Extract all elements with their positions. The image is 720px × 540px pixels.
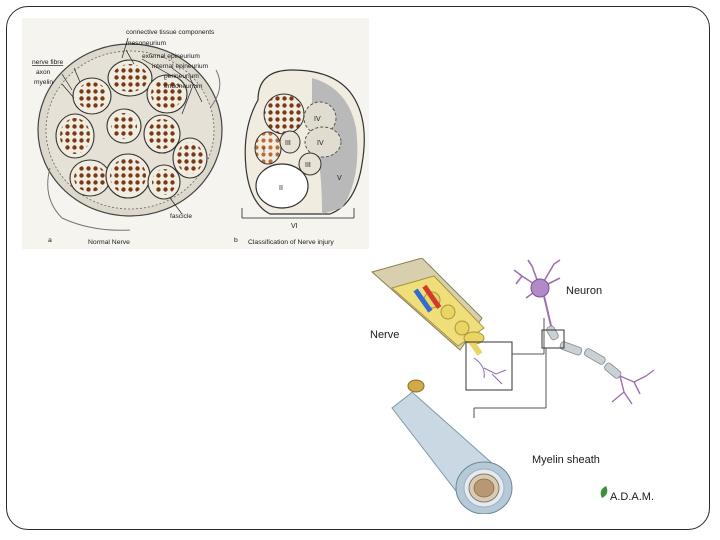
label-internal-epineurium: internal epineurium (152, 63, 209, 70)
grade-label: II (279, 185, 283, 192)
fascicle-normal (263, 93, 305, 135)
nerve-bundle-illustration (370, 258, 485, 356)
label-fascicle: fascicle (170, 213, 192, 220)
axon-segment (543, 295, 553, 331)
neuron-anatomy-figure: Nerve Neuron Myelin sheath A.D.A.M. (370, 258, 655, 514)
label-axon: axon (36, 69, 51, 76)
label-connective-tissue: connective tissue components (126, 29, 215, 36)
nerve-injury-diagram (241, 69, 365, 219)
nerve-label: Nerve (370, 329, 399, 341)
myelin-sheath-illustration (391, 379, 513, 514)
label-perineurium: perineurium (164, 73, 199, 80)
nerve-fiber-detail (473, 357, 507, 385)
zoom-box-nerve (465, 341, 513, 391)
grade-label: I (263, 147, 265, 154)
grade-label: VI (291, 223, 298, 230)
normal-nerve-diagram (37, 43, 223, 231)
adam-logo: A.D.A.M. (600, 486, 654, 503)
axon-terminals (611, 369, 655, 405)
panel-a-caption: Normal Nerve (88, 239, 130, 246)
panel-a-letter: a (48, 237, 52, 244)
label-myelin: myelin (34, 79, 53, 86)
grade-label: V (337, 175, 342, 182)
neuron-illustration (513, 259, 655, 405)
grade-label: III (305, 162, 311, 169)
grade-label: III (285, 140, 291, 147)
panel-b-caption: Classification of Nerve injury (248, 239, 334, 246)
mesoneurium-strands (209, 69, 221, 109)
neuron-label: Neuron (566, 285, 602, 297)
slide-frame (6, 6, 710, 530)
label-endoneurium: endoneurium (164, 83, 203, 90)
fascicle-grade-ii (255, 163, 309, 209)
fascicle-grade-iii (279, 130, 301, 154)
cell-body (530, 278, 550, 298)
label-mesoneurium: mesoneurium (126, 40, 166, 47)
label-external-epineurium: external epineurium (142, 53, 200, 60)
fascicle-grade-iv (304, 126, 342, 158)
label-nerve-fibre: nerve fibre (32, 59, 63, 66)
fascicle-grade-iv (303, 101, 337, 135)
mesoneurium-strands (47, 167, 131, 231)
adam-brand-text: A.D.A.M. (610, 491, 654, 503)
grade-label: IV (314, 116, 321, 123)
label-leader-lines (61, 37, 203, 215)
panel-b-letter: b (234, 237, 238, 244)
fascicle-grade-iii (298, 152, 322, 176)
myelin-sheath-label: Myelin sheath (532, 454, 600, 466)
nerve-cross-section-figure: connective tissue components mesoneurium… (22, 18, 369, 249)
fascicle-grade-i (254, 131, 282, 165)
grade-label: IV (317, 140, 324, 147)
zoom-box-axon (541, 329, 565, 349)
